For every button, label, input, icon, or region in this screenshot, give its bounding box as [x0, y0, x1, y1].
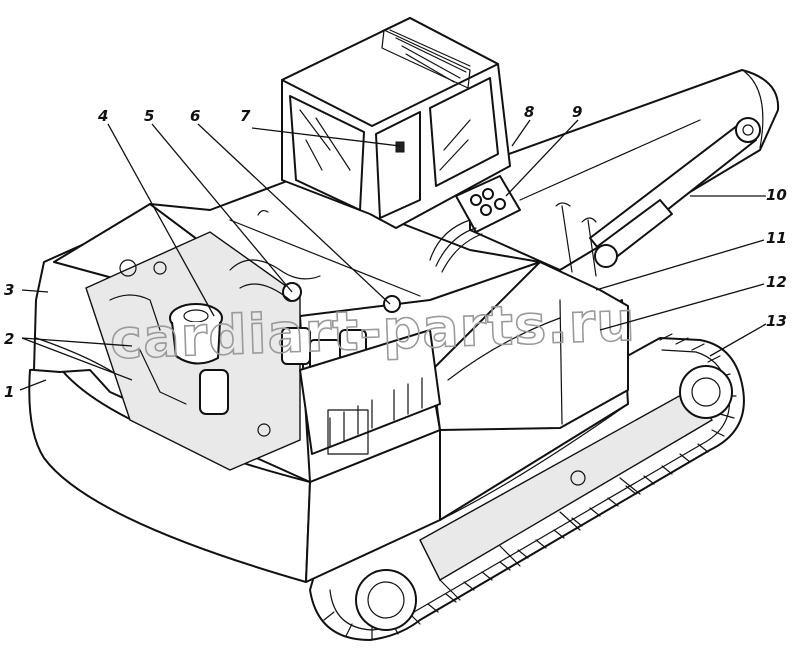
callout-4: 4 — [97, 107, 108, 125]
callout-8: 8 — [524, 103, 534, 121]
callout-labels: 1 2 3 4 5 6 7 8 9 10 11 12 13 — [4, 103, 787, 401]
callout-12: 12 — [766, 273, 787, 291]
callout-2: 2 — [4, 330, 14, 348]
operator-cab — [281, 17, 521, 273]
callout-5: 5 — [144, 107, 154, 125]
callout-1: 1 — [4, 383, 14, 401]
callout-6: 6 — [190, 107, 200, 125]
callout-13: 13 — [766, 312, 787, 330]
callout-10: 10 — [766, 186, 787, 204]
callout-9: 9 — [572, 103, 582, 121]
callout-11: 11 — [766, 229, 787, 247]
leader-lines — [19, 119, 767, 391]
boom-cylinder — [555, 117, 761, 277]
crawler-track — [309, 333, 745, 641]
callout-3: 3 — [4, 281, 14, 299]
callout-7: 7 — [240, 107, 251, 125]
